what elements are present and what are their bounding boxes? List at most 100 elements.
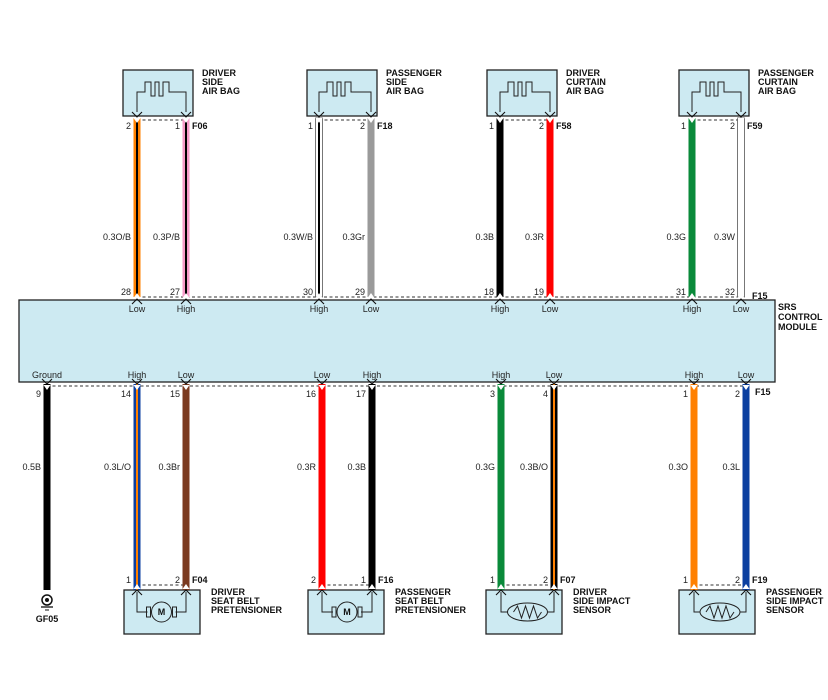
wire-base bbox=[368, 384, 376, 590]
wire bbox=[550, 384, 558, 590]
pin-marker bbox=[318, 385, 326, 390]
module-label: MODULE bbox=[778, 322, 817, 332]
pin-number: 1 bbox=[490, 575, 495, 585]
pin-arrow-icon bbox=[686, 111, 698, 118]
pin-marker bbox=[737, 118, 745, 123]
module-top-connector-label: F15 bbox=[752, 291, 768, 301]
wire bbox=[133, 384, 141, 590]
wire-base bbox=[742, 384, 750, 590]
pin-arrow-icon bbox=[316, 589, 328, 596]
connector-label: F58 bbox=[556, 121, 572, 131]
signal-label: High bbox=[491, 304, 510, 314]
wire bbox=[367, 118, 375, 297]
component-label: DRIVER bbox=[211, 587, 246, 597]
pin-marker bbox=[737, 293, 745, 298]
squib-icon bbox=[318, 81, 372, 112]
pin-marker bbox=[367, 118, 375, 123]
component-label: AIR BAG bbox=[758, 86, 796, 96]
wire-stripe bbox=[318, 118, 320, 297]
pin-marker bbox=[497, 584, 505, 589]
module-body bbox=[18, 299, 776, 383]
pin-number: 2 bbox=[543, 575, 548, 585]
module-pin-number: 9 bbox=[36, 389, 41, 399]
module-pin-number: 15 bbox=[170, 389, 180, 399]
wire-base bbox=[318, 384, 326, 590]
module-label: CONTROL bbox=[778, 312, 823, 322]
pin-arrow-icon bbox=[740, 589, 752, 596]
pin-marker bbox=[315, 118, 323, 123]
signal-label: High bbox=[310, 304, 329, 314]
pin-marker bbox=[496, 118, 504, 123]
wire-stripe bbox=[185, 118, 187, 297]
pin-number: 1 bbox=[683, 575, 688, 585]
connector-label: F07 bbox=[560, 575, 576, 585]
pin-marker bbox=[133, 118, 141, 123]
motor-lead bbox=[175, 592, 187, 613]
module-pin-number: 18 bbox=[484, 287, 494, 297]
module-pin-number: 4 bbox=[543, 389, 548, 399]
module-bottom-connector-label: F15 bbox=[755, 387, 771, 397]
pin-arrow-icon bbox=[740, 378, 752, 385]
component-label: SIDE bbox=[386, 77, 407, 87]
wire bbox=[496, 118, 504, 297]
pin-arrow-icon bbox=[313, 298, 325, 305]
module-label: SRS bbox=[778, 302, 797, 312]
motor-symbol: M bbox=[158, 607, 166, 617]
pin-arrow-icon bbox=[495, 378, 507, 385]
signal-label: Low bbox=[363, 304, 380, 314]
pin-marker bbox=[550, 584, 558, 589]
component-label: PASSENGER bbox=[758, 68, 814, 78]
pin-marker bbox=[367, 293, 375, 298]
component-label: AIR BAG bbox=[566, 86, 604, 96]
module-pin-number: 3 bbox=[490, 389, 495, 399]
pin-arrow-icon bbox=[688, 589, 700, 596]
sensor-lead bbox=[740, 592, 747, 613]
wire bbox=[182, 384, 190, 590]
signal-label: High bbox=[363, 370, 382, 380]
component-label: DRIVER bbox=[573, 587, 608, 597]
module-pin-number: 29 bbox=[355, 287, 365, 297]
pin-arrow-icon bbox=[735, 298, 747, 305]
wire bbox=[368, 384, 376, 590]
pin-number: 1 bbox=[126, 575, 131, 585]
component-label: SIDE IMPACT bbox=[766, 596, 824, 606]
signal-label: Low bbox=[314, 370, 331, 380]
pin-number: 2 bbox=[126, 121, 131, 131]
module-pin-number: 17 bbox=[356, 389, 366, 399]
pin-arrow-icon bbox=[735, 111, 747, 118]
pin-marker bbox=[496, 293, 504, 298]
pin-number: 1 bbox=[175, 121, 180, 131]
pin-marker bbox=[182, 293, 190, 298]
pin-marker bbox=[690, 385, 698, 390]
squib-icon bbox=[136, 81, 187, 112]
component-label: PASSENGER bbox=[386, 68, 442, 78]
pin-arrow-icon bbox=[180, 111, 192, 118]
wire-stripe bbox=[553, 384, 555, 590]
wire-spec: 0.3P/B bbox=[153, 232, 180, 242]
component-label: DRIVER bbox=[202, 68, 237, 78]
pin-marker bbox=[318, 584, 326, 589]
pin-arrow-icon bbox=[180, 298, 192, 305]
wire bbox=[315, 117, 323, 298]
pin-marker bbox=[133, 385, 141, 390]
pin-marker bbox=[742, 385, 750, 390]
squib-icon bbox=[499, 81, 551, 112]
module-pin-number: 32 bbox=[725, 287, 735, 297]
wire bbox=[318, 384, 326, 590]
resistor-icon bbox=[513, 604, 542, 620]
wire-base bbox=[182, 384, 190, 590]
signal-label: High bbox=[128, 370, 147, 380]
wire-spec: 0.3O/B bbox=[103, 232, 131, 242]
pin-arrow-icon bbox=[366, 589, 378, 596]
pin-marker bbox=[688, 118, 696, 123]
pin-number: 1 bbox=[308, 121, 313, 131]
motor-brush bbox=[172, 606, 177, 618]
wire-spec: 0.3O bbox=[668, 462, 688, 472]
component-label: CURTAIN bbox=[566, 77, 606, 87]
